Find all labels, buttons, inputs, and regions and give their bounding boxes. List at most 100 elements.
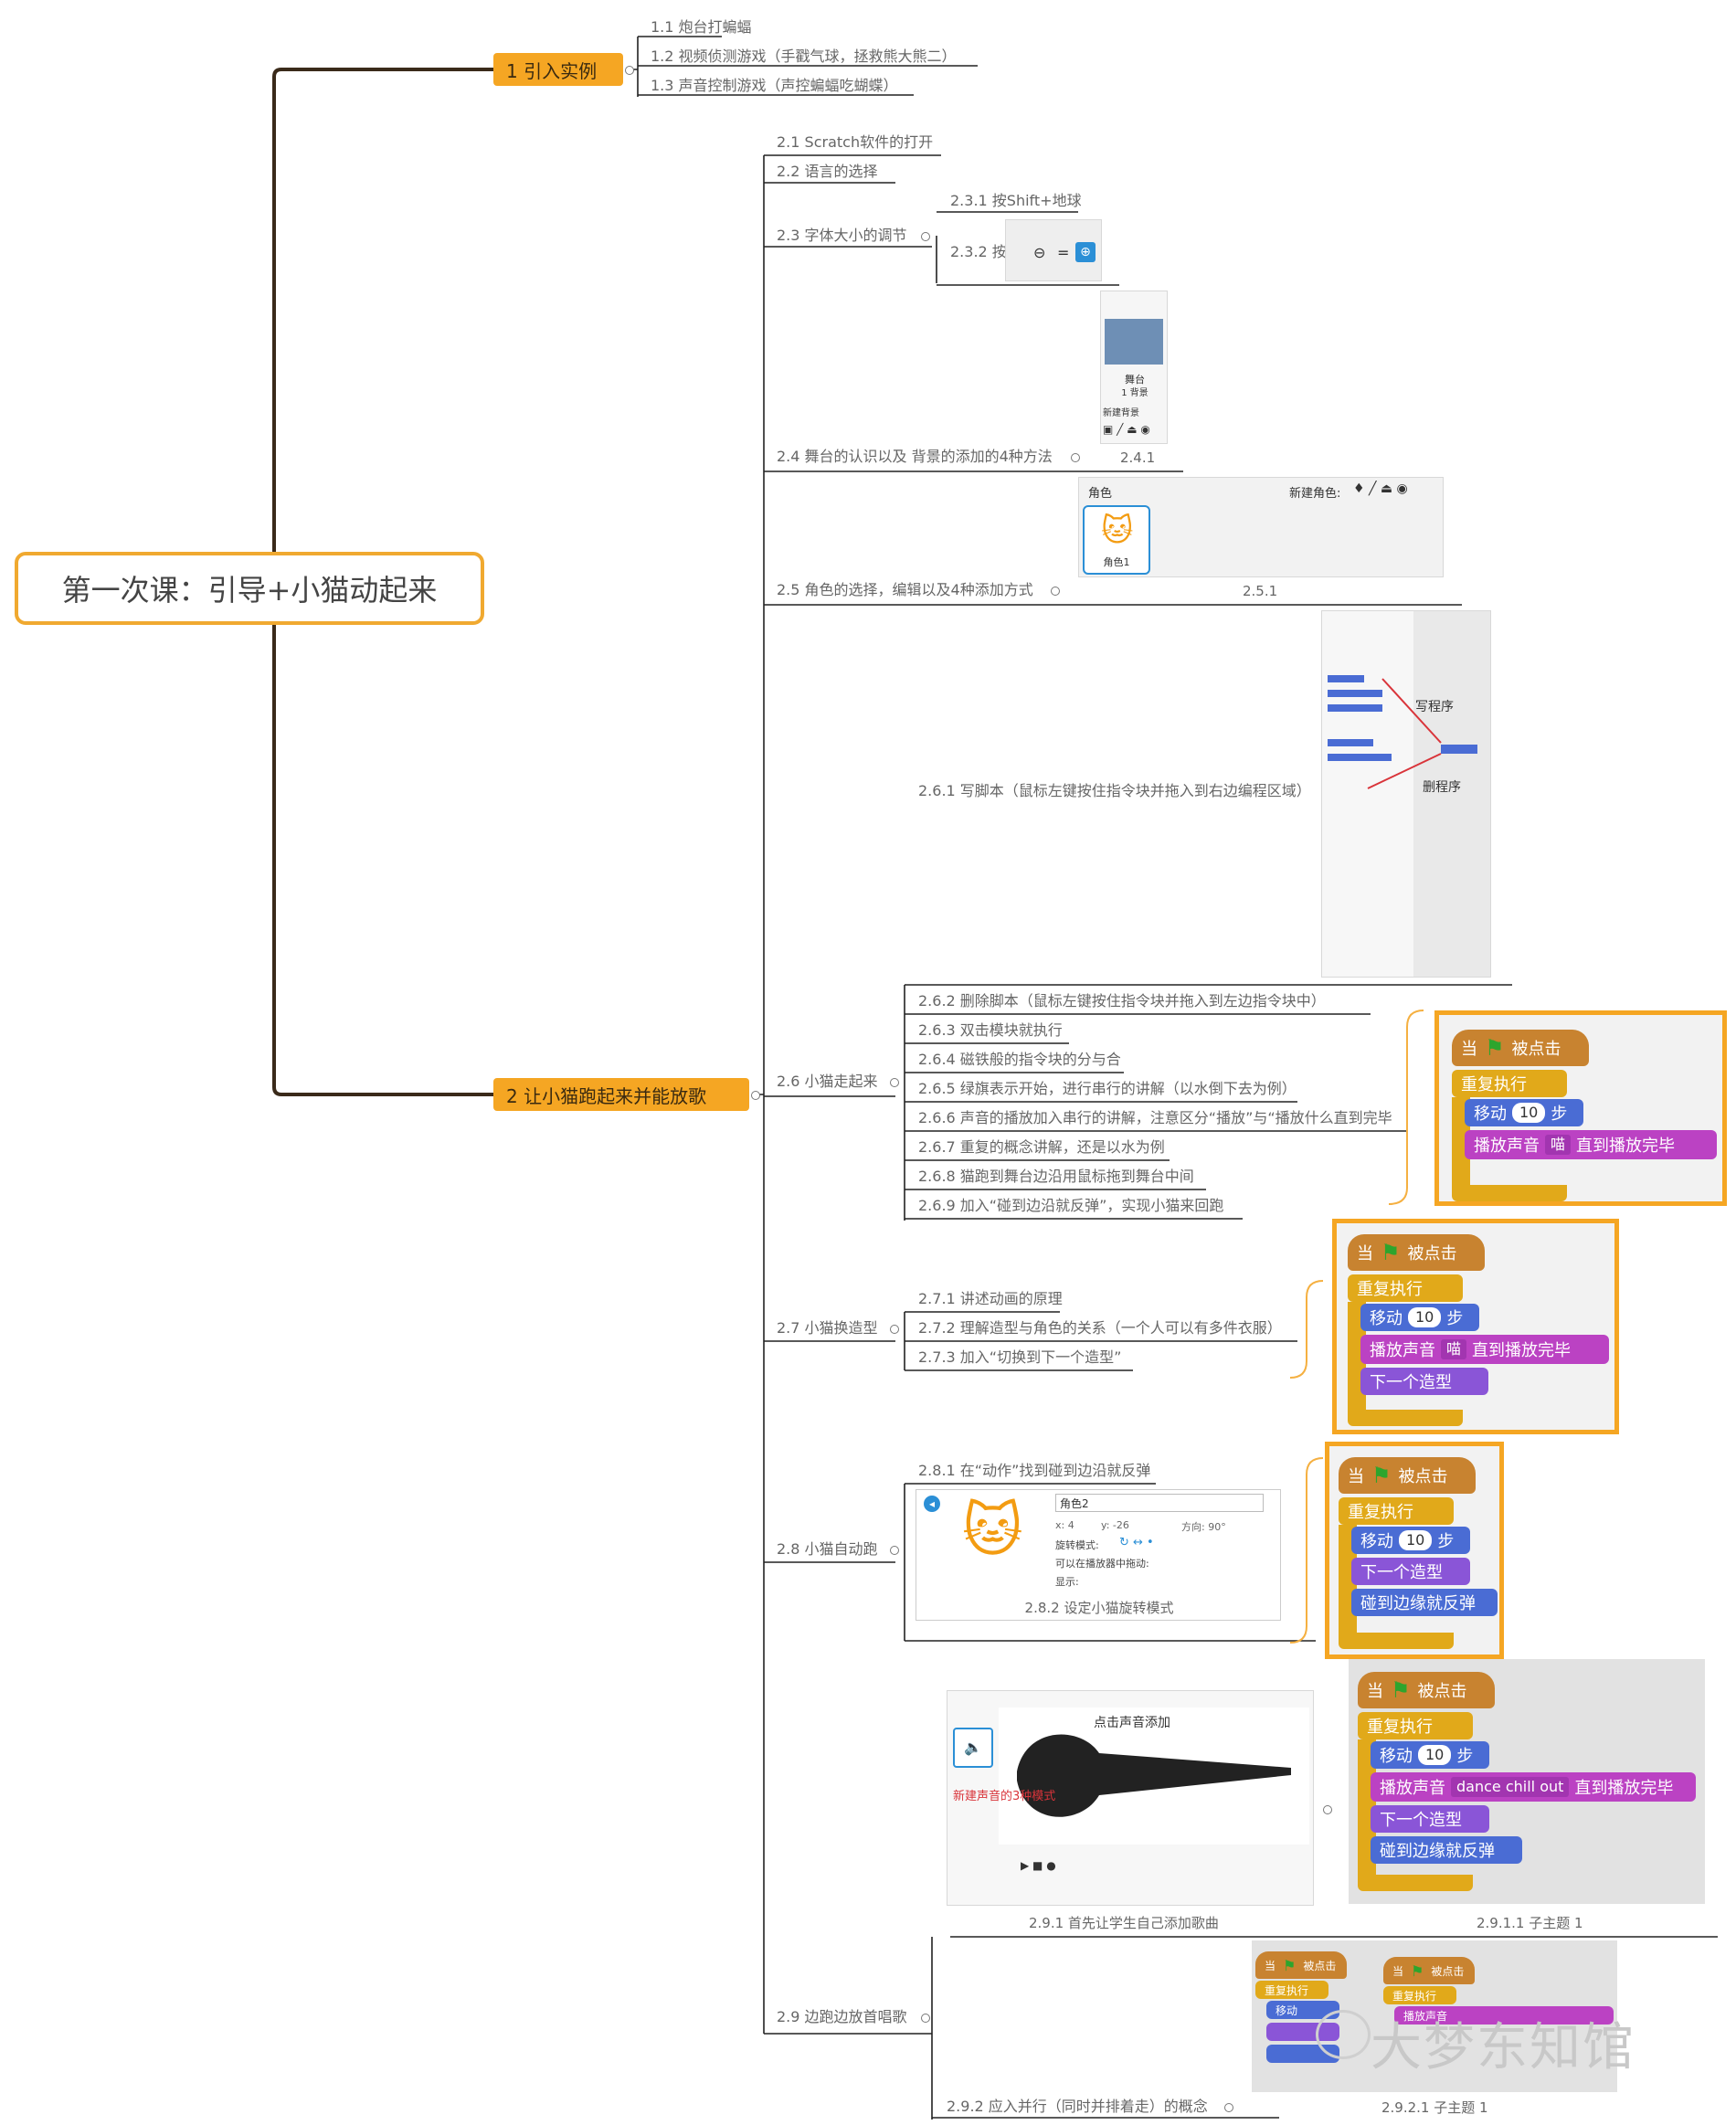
collapse-toggle-icon[interactable] xyxy=(625,66,634,75)
forever-block: 重复执行 xyxy=(1358,1712,1473,1739)
palette-block xyxy=(1328,754,1392,761)
watermark: 大梦东知馆 xyxy=(1371,2018,1635,2077)
new-sprite-label: 新建角色: xyxy=(1289,487,1341,501)
new-backdrop-label: 新建背景 xyxy=(1103,408,1139,418)
draggable-label: 可以在播放器中拖动: xyxy=(1055,1558,1149,1570)
block-text: 被点击 xyxy=(1398,1467,1448,1486)
show-label: 显示: xyxy=(1055,1576,1079,1588)
block-text: 步 xyxy=(1456,1747,1474,1766)
block-text: 碰到边缘就反弹 xyxy=(1380,1842,1495,1861)
topic-2[interactable]: 2 让小猫跑起来并能放歌 xyxy=(493,1078,749,1111)
subtopic-2-3-1[interactable]: 2.3.1 按Shift+地球 xyxy=(950,192,1082,209)
block-input: 10 xyxy=(1399,1530,1433,1550)
wechat-logo-icon xyxy=(1316,2010,1371,2059)
collapse-toggle-icon[interactable] xyxy=(921,2014,930,2023)
forever-block: 重复执行 xyxy=(1255,1981,1328,1999)
subtopic-2-7-1[interactable]: 2.7.1 讲述动画的原理 xyxy=(918,1290,1063,1307)
block-input: 10 xyxy=(1512,1103,1546,1123)
when-flag-clicked-block: 当⚑被点击 xyxy=(1452,1030,1589,1066)
collapse-toggle-icon[interactable] xyxy=(1051,587,1060,596)
subtopic-2-6[interactable]: 2.6 小猫走起来 xyxy=(777,1073,878,1090)
subtopic-1-2[interactable]: 1.2 视频侦测游戏（手戳气球，拯救熊大熊二） xyxy=(651,48,957,65)
subtopic-2-7[interactable]: 2.7 小猫换造型 xyxy=(777,1319,878,1337)
collapse-toggle-icon[interactable] xyxy=(890,1546,899,1555)
backdrop-add-icons: ▣ ╱ ⏏ ◉ xyxy=(1103,423,1150,436)
palette-block xyxy=(1328,675,1364,682)
zoom-buttons-image: ⊖ = ⊕ xyxy=(1005,219,1102,281)
subtopic-2-3[interactable]: 2.3 字体大小的调节 xyxy=(777,227,907,244)
subtopic-2-6-2[interactable]: 2.6.2 删除脚本（鼠标左键按住指令块并拖入到左边指令块中） xyxy=(918,992,1326,1010)
back-icon: ◂ xyxy=(924,1496,940,1512)
subtopic-2-6-7[interactable]: 2.6.7 重复的概念讲解，还是以水为例 xyxy=(918,1138,1165,1156)
sprite1-tile: 🐱 角色1 xyxy=(1083,505,1150,575)
collapse-toggle-icon[interactable] xyxy=(751,1091,760,1100)
forever-bottom xyxy=(1339,1633,1454,1649)
block-text: 移动 xyxy=(1276,2003,1298,2017)
subtopic-2-6-8[interactable]: 2.6.8 猫跑到舞台边沿用鼠标拖到舞台中间 xyxy=(918,1168,1194,1185)
waveform-icon xyxy=(1017,1734,1291,1817)
subtopic-2-8[interactable]: 2.8 小猫自动跑 xyxy=(777,1540,878,1558)
collapse-toggle-icon[interactable] xyxy=(921,232,930,241)
sprite-add-icons: ♦ ╱ ⏏ ◉ xyxy=(1353,481,1408,496)
subtopic-1-1[interactable]: 1.1 炮台打蝙蝠 xyxy=(651,18,752,36)
subtopic-2-6-9[interactable]: 2.6.9 加入“碰到边沿就反弹”，实现小猫来回跑 xyxy=(918,1197,1224,1214)
block-dropdown: dance chill out xyxy=(1451,1777,1570,1797)
block-text: 当 xyxy=(1357,1244,1373,1263)
forever-bottom xyxy=(1348,1410,1463,1426)
sprite-info-image: ◂ 🐱 角色2 x: 4 y: -26 方向: 90° 旋转模式: ↻ ↔ • … xyxy=(916,1489,1281,1621)
zoom-in-icon: ⊕ xyxy=(1075,242,1096,262)
block-text: 移动 xyxy=(1380,1747,1413,1766)
collapse-toggle-icon[interactable] xyxy=(1224,2103,1233,2112)
when-flag-clicked-block: 当⚑被点击 xyxy=(1348,1234,1485,1271)
collapse-toggle-icon[interactable] xyxy=(890,1078,899,1087)
subtopic-2-1[interactable]: 2.1 Scratch软件的打开 xyxy=(777,133,934,151)
block-text: 直到播放完毕 xyxy=(1574,1779,1674,1798)
subtopic-2-9[interactable]: 2.9 边跑边放首唱歌 xyxy=(777,2008,907,2025)
rotation-mode-icons: ↻ ↔ • xyxy=(1119,1536,1154,1549)
block-text: 重复执行 xyxy=(1392,1989,1437,2003)
block-text: 移动 xyxy=(1360,1532,1393,1551)
subtopic-2-7-2[interactable]: 2.7.2 理解造型与角色的关系（一个人可以有多件衣服） xyxy=(918,1319,1282,1337)
cat-icon: 🐱 xyxy=(1101,513,1134,549)
collapse-toggle-icon[interactable] xyxy=(1323,1805,1332,1814)
subtopic-2-6-3[interactable]: 2.6.3 双击模块就执行 xyxy=(918,1021,1063,1039)
root-topic[interactable]: 第一次课：引导+小猫动起来 xyxy=(15,552,484,625)
bounce-block: 碰到边缘就反弹 xyxy=(1351,1589,1498,1616)
subtopic-2-9-2[interactable]: 2.9.2 应入并行（同时并排着走）的概念 xyxy=(947,2098,1208,2115)
subtopic-2-4[interactable]: 2.4 舞台的认识以及 背景的添加的4种方法 xyxy=(777,448,1053,465)
block-text: 播放声音 xyxy=(1380,1779,1445,1798)
collapse-toggle-icon[interactable] xyxy=(890,1325,899,1334)
next-costume-block: 下一个造型 xyxy=(1371,1805,1489,1833)
subtopic-2-8-1[interactable]: 2.8.1 在“动作”找到碰到边沿就反弹 xyxy=(918,1462,1151,1479)
topic-1[interactable]: 1 引入实例 xyxy=(493,53,623,86)
x-readout: x: 4 xyxy=(1055,1519,1074,1531)
stage-thumbnail xyxy=(1105,319,1163,365)
subtopic-2-6-4[interactable]: 2.6.4 磁铁般的指令块的分与合 xyxy=(918,1051,1121,1068)
subtopic-2-6-1[interactable]: 2.6.1 写脚本（鼠标左键按住指令块并拖入到右边编程区域） xyxy=(918,782,1311,799)
block-text: 当 xyxy=(1392,1964,1404,1978)
next-costume-block: 下一个造型 xyxy=(1351,1558,1470,1585)
subtopic-2-7-3[interactable]: 2.7.3 加入“切换到下一个造型” xyxy=(918,1348,1122,1366)
subtopic-2-3-2[interactable]: 2.3.2 按 xyxy=(950,243,1007,260)
when-flag-clicked-block: 当⚑被点击 xyxy=(1358,1672,1495,1708)
subtopic-2-6-6[interactable]: 2.6.6 声音的播放加入串行的讲解，注意区分“播放”与“播放什么直到完毕 xyxy=(918,1109,1392,1126)
move-block: 移动 xyxy=(1266,2001,1339,2019)
subtopic-2-5[interactable]: 2.5 角色的选择，编辑以及4种添加方式 xyxy=(777,581,1033,598)
subtopic-2-2[interactable]: 2.2 语言的选择 xyxy=(777,163,878,180)
when-flag-clicked-block: 当⚑被点击 xyxy=(1255,1951,1347,1979)
subtopic-1-3[interactable]: 1.3 声音控制游戏（声控蝙蝠吃蝴蝶） xyxy=(651,77,898,94)
forever-bottom xyxy=(1358,1875,1473,1891)
collapse-toggle-icon[interactable] xyxy=(1071,453,1080,462)
sprites-header: 角色 xyxy=(1088,487,1113,501)
subtopic-2-6-5[interactable]: 2.6.5 绿旗表示开始，进行串行的讲解（以水倒下去为例） xyxy=(918,1080,1297,1097)
block-text: 重复执行 xyxy=(1357,1280,1423,1299)
sprite-name-field: 角色2 xyxy=(1055,1494,1264,1512)
dragged-block xyxy=(1441,745,1477,754)
green-flag-icon: ⚑ xyxy=(1283,1956,1297,1974)
topic-2-label: 2 让小猫跑起来并能放歌 xyxy=(506,1084,707,1107)
block-palette xyxy=(1322,611,1413,977)
